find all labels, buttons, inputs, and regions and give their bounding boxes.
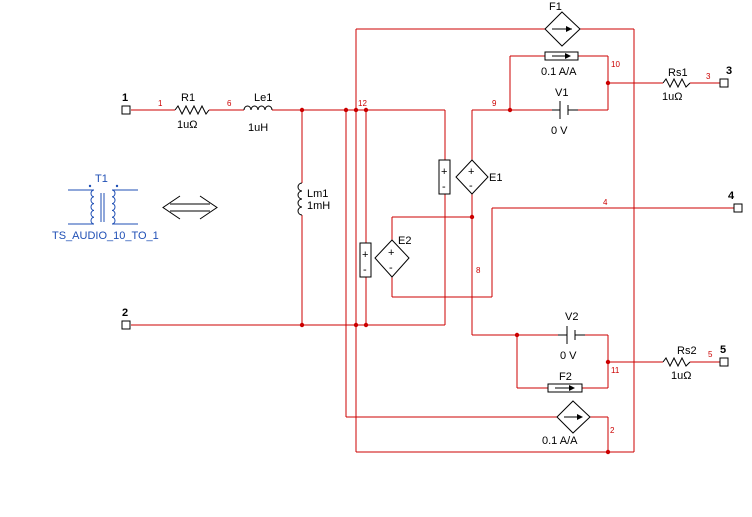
lm1-value: 1mH <box>307 200 330 212</box>
net-label-3: 3 <box>706 72 711 81</box>
terminal-5[interactable]: 5 <box>719 344 729 367</box>
net-label-5: 5 <box>708 350 713 359</box>
e1-name: E1 <box>489 172 502 184</box>
net-label-1: 1 <box>158 99 163 108</box>
t1-model: TS_AUDIO_10_TO_1 <box>52 230 159 242</box>
voltage-source-v2[interactable]: V2 0 V <box>558 311 585 362</box>
resistor-rs1[interactable]: Rs1 1uΩ <box>662 67 691 103</box>
f2-value: 0.1 A/A <box>542 435 578 447</box>
e1-ctrl-minus: - <box>442 181 446 193</box>
e1-ctrl-plus: + <box>441 166 447 178</box>
inductor-lm1[interactable]: Lm1 1mH <box>297 182 330 216</box>
terminal-2[interactable]: 2 <box>121 307 131 330</box>
resistor-rs2[interactable]: Rs2 1uΩ <box>662 345 697 382</box>
net-label-8: 8 <box>476 266 481 275</box>
voltage-source-e2[interactable]: + - + - E2 <box>359 235 411 278</box>
junction-dots <box>299 80 611 455</box>
e1-minus: - <box>469 180 473 192</box>
r1-name: R1 <box>181 92 195 104</box>
e1-plus: + <box>468 166 474 178</box>
e2-minus: - <box>389 262 393 274</box>
f2-name: F2 <box>559 371 572 383</box>
le1-name: Le1 <box>254 92 272 104</box>
net-label-6: 6 <box>227 99 232 108</box>
current-source-f1[interactable]: F1 0.1 A/A <box>541 1 581 78</box>
v2-name: V2 <box>565 311 578 323</box>
net-label-11: 11 <box>611 366 620 375</box>
rs1-name: Rs1 <box>668 67 688 79</box>
pin-label-1: 1 <box>122 92 128 104</box>
rs2-value: 1uΩ <box>671 370 691 382</box>
voltage-source-e1[interactable]: + - + - E1 <box>438 159 502 195</box>
rs1-value: 1uΩ <box>662 91 682 103</box>
net-label-4: 4 <box>603 198 608 207</box>
terminal-1[interactable]: 1 <box>121 92 131 115</box>
r1-value: 1uΩ <box>177 119 197 131</box>
net-label-10: 10 <box>611 60 620 69</box>
v1-value: 0 V <box>551 125 568 137</box>
net-labels: 1 6 12 9 10 3 4 8 11 5 2 <box>158 60 713 435</box>
current-source-f2[interactable]: F2 0.1 A/A <box>542 371 591 447</box>
voltage-source-v1[interactable]: V1 0 V <box>551 87 578 137</box>
pin-label-2: 2 <box>122 307 128 319</box>
t1-name: T1 <box>95 173 108 185</box>
inductor-le1[interactable]: Le1 1uH <box>243 92 273 134</box>
e2-name: E2 <box>398 235 411 247</box>
equivalence-arrow-icon <box>162 195 218 220</box>
pin-label-4: 4 <box>728 190 735 202</box>
v1-name: V1 <box>555 87 568 99</box>
pin-label-3: 3 <box>726 65 732 77</box>
e2-ctrl-minus: - <box>363 264 367 276</box>
e2-ctrl-plus: + <box>362 249 368 261</box>
net-label-9: 9 <box>492 99 497 108</box>
f1-value: 0.1 A/A <box>541 66 577 78</box>
le1-value: 1uH <box>248 122 268 134</box>
e2-plus: + <box>388 247 394 259</box>
net-label-2: 2 <box>610 426 615 435</box>
terminal-3[interactable]: 3 <box>719 65 732 88</box>
net-label-12: 12 <box>358 99 367 108</box>
resistor-r1[interactable]: R1 1uΩ <box>174 92 210 131</box>
v2-value: 0 V <box>560 350 577 362</box>
pin-label-5: 5 <box>720 344 726 356</box>
transformer-t1-symbol[interactable]: T1 TS_AUDIO_10_TO_1 <box>52 173 159 242</box>
lm1-name: Lm1 <box>307 188 328 200</box>
wires <box>131 28 734 453</box>
f1-name: F1 <box>549 1 562 13</box>
terminal-4[interactable]: 4 <box>728 190 743 213</box>
rs2-name: Rs2 <box>677 345 697 357</box>
